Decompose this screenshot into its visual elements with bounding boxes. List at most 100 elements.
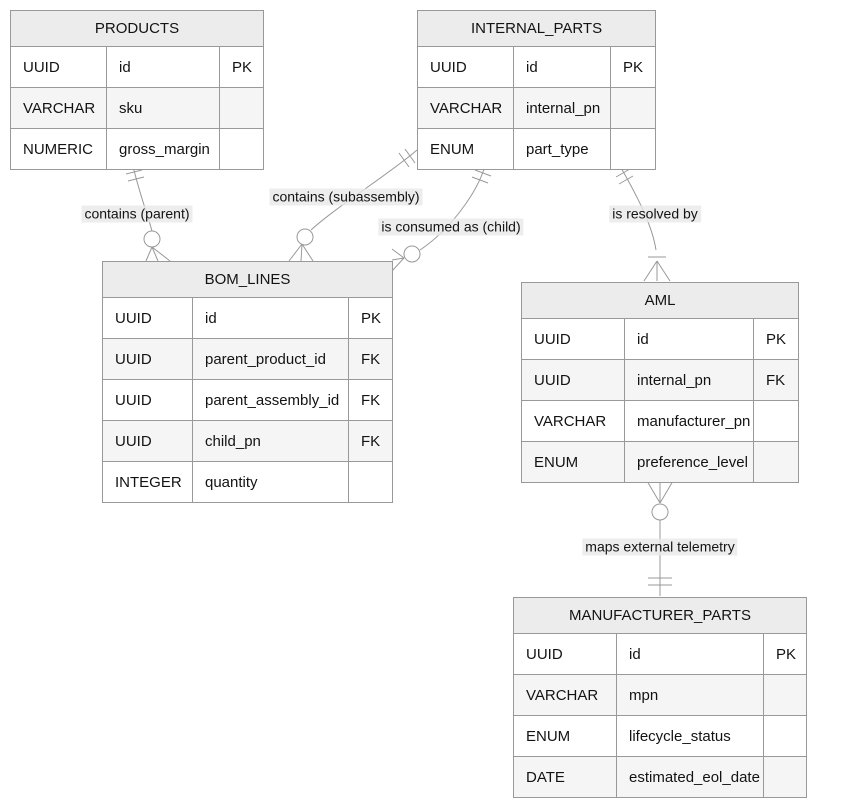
attribute-row: VARCHAR mpn xyxy=(513,674,807,716)
attr-type-cell: VARCHAR xyxy=(513,674,617,716)
relationship-contains-parent xyxy=(125,165,171,262)
attr-name-cell: id xyxy=(616,633,764,675)
attr-type-cell: UUID xyxy=(102,297,193,339)
attribute-row: VARCHAR sku xyxy=(10,87,265,129)
attr-name-cell: gross_margin xyxy=(106,128,220,170)
attr-key-cell xyxy=(763,756,807,798)
attribute-row: UUID internal_pn FK xyxy=(521,359,800,401)
relationship-contains-subassembly xyxy=(288,148,418,262)
entity-manufacturer-parts: MANUFACTURER_PARTS UUID id PK VARCHAR mp… xyxy=(513,597,807,798)
attribute-row: VARCHAR internal_pn xyxy=(417,87,657,129)
crow-foot-icon xyxy=(646,480,674,504)
attr-key-cell xyxy=(609,128,657,170)
attr-key-cell: PK xyxy=(763,633,807,675)
attr-type-cell: DATE xyxy=(513,756,617,798)
entity-title: PRODUCTS xyxy=(9,10,265,47)
attribute-row: INTEGER quantity xyxy=(102,461,394,503)
crow-foot-icon xyxy=(288,243,314,262)
relationship-maps-external-telemetry xyxy=(646,480,674,596)
attribute-row: UUID id PK xyxy=(513,633,807,675)
attr-type-cell: UUID xyxy=(521,318,625,360)
attr-type-cell: UUID xyxy=(10,46,107,88)
attribute-row: DATE estimated_eol_date xyxy=(513,756,807,798)
attr-key-cell xyxy=(347,461,394,503)
attr-name-cell: quantity xyxy=(192,461,349,503)
attr-type-cell: NUMERIC xyxy=(10,128,107,170)
attribute-row: UUID id PK xyxy=(417,46,657,88)
attr-key-cell xyxy=(752,400,800,442)
relationship-label: is resolved by xyxy=(609,205,701,223)
attr-name-cell: id xyxy=(106,46,220,88)
attribute-row: ENUM lifecycle_status xyxy=(513,715,807,757)
entity-bom-lines: BOM_LINES UUID id PK UUID parent_product… xyxy=(101,261,394,503)
one-marker xyxy=(615,168,634,185)
attr-name-cell: internal_pn xyxy=(624,359,754,401)
entity-aml: AML UUID id PK UUID internal_pn FK VARCH… xyxy=(520,282,800,483)
attr-key-cell xyxy=(218,128,265,170)
attr-name-cell: parent_product_id xyxy=(192,338,349,380)
crow-foot-icon xyxy=(145,246,171,262)
relationship-label: contains (subassembly) xyxy=(269,188,423,206)
attr-key-cell: PK xyxy=(609,46,657,88)
one-marker xyxy=(125,169,145,182)
entity-internal-parts: INTERNAL_PARTS UUID id PK VARCHAR intern… xyxy=(416,10,657,170)
attr-key-cell: FK xyxy=(752,359,800,401)
attribute-row: ENUM part_type xyxy=(417,128,657,170)
attr-key-cell xyxy=(218,87,265,129)
attr-type-cell: VARCHAR xyxy=(10,87,107,129)
attr-type-cell: UUID xyxy=(102,379,193,421)
attr-type-cell: ENUM xyxy=(521,441,625,483)
one-marker xyxy=(648,577,672,586)
attr-key-cell: PK xyxy=(752,318,800,360)
attr-key-cell xyxy=(763,674,807,716)
attr-type-cell: ENUM xyxy=(513,715,617,757)
attr-key-cell: FK xyxy=(347,420,394,462)
attr-name-cell: child_pn xyxy=(192,420,349,462)
attribute-row: UUID child_pn FK xyxy=(102,420,394,462)
attribute-row: VARCHAR manufacturer_pn xyxy=(521,400,800,442)
zero-or-many-marker xyxy=(651,503,669,521)
attr-name-cell: id xyxy=(624,318,754,360)
attr-name-cell: part_type xyxy=(513,128,611,170)
attr-key-cell xyxy=(763,715,807,757)
attribute-row: UUID parent_product_id FK xyxy=(102,338,394,380)
attribute-row: UUID parent_assembly_id FK xyxy=(102,379,394,421)
zero-or-many-marker xyxy=(143,230,161,248)
attribute-row: ENUM preference_level xyxy=(521,441,800,483)
attr-name-cell: lifecycle_status xyxy=(616,715,764,757)
attr-type-cell: UUID xyxy=(417,46,514,88)
attr-type-cell: UUID xyxy=(102,338,193,380)
attribute-row: UUID id PK xyxy=(521,318,800,360)
attr-type-cell: ENUM xyxy=(417,128,514,170)
attr-key-cell: PK xyxy=(347,297,394,339)
entity-products: PRODUCTS UUID id PK VARCHAR sku NUMERIC … xyxy=(9,10,265,170)
relationship-is-resolved-by xyxy=(615,165,671,282)
entity-title: AML xyxy=(520,282,800,319)
attr-name-cell: id xyxy=(513,46,611,88)
entity-title: MANUFACTURER_PARTS xyxy=(513,597,807,634)
relationship-label: contains (parent) xyxy=(81,205,193,223)
attr-type-cell: VARCHAR xyxy=(521,400,625,442)
attr-name-cell: estimated_eol_date xyxy=(616,756,764,798)
zero-or-many-marker xyxy=(296,228,314,246)
attr-type-cell: UUID xyxy=(102,420,193,462)
attr-name-cell: sku xyxy=(106,87,220,129)
attr-key-cell xyxy=(752,441,800,483)
relationship-line xyxy=(132,165,153,232)
attr-type-cell: UUID xyxy=(513,633,617,675)
entity-title: INTERNAL_PARTS xyxy=(416,10,657,47)
attr-name-cell: parent_assembly_id xyxy=(192,379,349,421)
attribute-row: UUID id PK xyxy=(102,297,394,339)
crow-foot-icon xyxy=(391,248,405,272)
attr-type-cell: VARCHAR xyxy=(417,87,514,129)
relationship-line xyxy=(419,165,486,251)
relationship-is-consumed-as-child xyxy=(391,165,492,272)
relationship-label: maps external telemetry xyxy=(582,538,738,556)
one-marker xyxy=(398,148,416,168)
one-marker xyxy=(471,169,492,184)
attr-name-cell: manufacturer_pn xyxy=(624,400,754,442)
zero-or-many-marker xyxy=(403,245,421,263)
attr-name-cell: preference_level xyxy=(624,441,754,483)
